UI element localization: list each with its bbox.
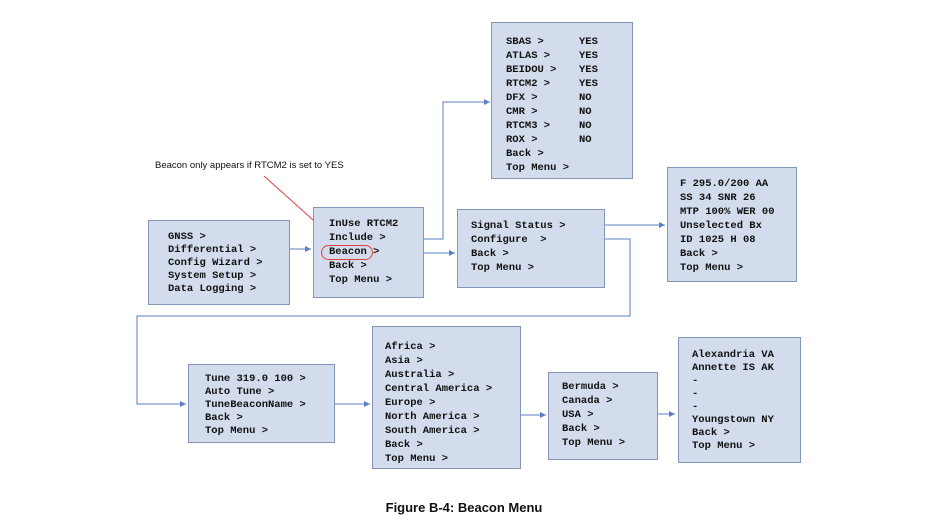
signal-unselected: Unselected Bx [680, 220, 762, 232]
include-value-sbas: YES [579, 36, 598, 48]
station-back[interactable]: Back > [692, 427, 730, 439]
station-youngstown[interactable]: Youngstown NY [692, 414, 774, 426]
country-menu-box: Bermuda > Canada > USA > Back > Top Menu… [548, 372, 658, 460]
signal-status-box: F 295.0/200 AA SS 34 SNR 26 MTP 100% WER… [667, 167, 797, 282]
differential-include[interactable]: Include > [329, 232, 386, 244]
country-top-menu[interactable]: Top Menu > [562, 437, 626, 449]
beacon-top-menu[interactable]: Top Menu > [471, 262, 535, 274]
country-bermuda[interactable]: Bermuda > [562, 381, 619, 393]
beacon-menu-box: Signal Status > Configure > Back > Top M… [457, 209, 605, 288]
station-list-box: Alexandria VA Annette IS AK - - - Youngs… [678, 337, 801, 463]
configure-tune-beacon-name[interactable]: TuneBeaconName > [205, 399, 306, 411]
menu-item-config-wizard[interactable]: Config Wizard > [168, 257, 263, 269]
main-menu-box: GNSS > Differential > Config Wizard > Sy… [148, 220, 290, 305]
region-australia[interactable]: Australia > [385, 369, 455, 381]
configure-top-menu[interactable]: Top Menu > [205, 425, 269, 437]
include-label-rtcm2[interactable]: RTCM2 > [506, 78, 551, 90]
differential-beacon[interactable]: Beacon > [329, 246, 380, 258]
differential-menu-box: InUse RTCM2 Include > Beacon > Back > To… [313, 207, 424, 298]
country-canada[interactable]: Canada > [562, 395, 613, 407]
station-placeholder-1: - [692, 375, 699, 387]
station-annette[interactable]: Annette IS AK [692, 362, 774, 374]
include-value-rox: NO [579, 134, 592, 146]
signal-back[interactable]: Back > [680, 248, 718, 260]
region-asia[interactable]: Asia > [385, 355, 423, 367]
region-top-menu[interactable]: Top Menu > [385, 453, 449, 465]
beacon-highlight-circle [321, 245, 373, 260]
configure-menu-box: Tune 319.0 100 > Auto Tune > TuneBeaconN… [188, 364, 335, 443]
arrow-configure [136, 238, 631, 407]
beacon-signal-status[interactable]: Signal Status > [471, 220, 566, 232]
include-label-dfx[interactable]: DFX > [506, 92, 538, 104]
region-africa[interactable]: Africa > [385, 341, 436, 353]
signal-frequency: F 295.0/200 AA [680, 178, 769, 190]
menu-item-data-logging[interactable]: Data Logging > [168, 283, 257, 295]
signal-mtp: MTP 100% WER 00 [680, 206, 775, 218]
beacon-back[interactable]: Back > [471, 248, 509, 260]
menu-item-system-setup[interactable]: System Setup > [168, 270, 257, 282]
include-menu-box: SBAS > YES ATLAS > YES BEIDOU > YES RTCM… [491, 22, 633, 179]
figure-caption: Figure B-4: Beacon Menu [385, 500, 543, 515]
region-south-america[interactable]: South America > [385, 425, 480, 437]
beacon-configure[interactable]: Configure > [471, 234, 547, 246]
include-value-rtcm3: NO [579, 120, 592, 132]
include-label-rox[interactable]: ROX > [506, 134, 538, 146]
include-back[interactable]: Back > [506, 148, 544, 160]
region-back[interactable]: Back > [385, 439, 423, 451]
differential-inuse: InUse RTCM2 [329, 218, 399, 230]
station-top-menu[interactable]: Top Menu > [692, 440, 756, 452]
include-label-sbas[interactable]: SBAS > [506, 36, 544, 48]
region-europe[interactable]: Europe > [385, 397, 436, 409]
region-north-america[interactable]: North America > [385, 411, 480, 423]
signal-top-menu[interactable]: Top Menu > [680, 262, 744, 274]
configure-tune[interactable]: Tune 319.0 100 > [205, 373, 306, 385]
configure-auto-tune[interactable]: Auto Tune > [205, 386, 275, 398]
differential-top-menu[interactable]: Top Menu > [329, 274, 393, 286]
include-label-beidou[interactable]: BEIDOU > [506, 64, 557, 76]
include-value-atlas: YES [579, 50, 598, 62]
region-menu-box: Africa > Asia > Australia > Central Amer… [372, 326, 521, 469]
country-usa[interactable]: USA > [562, 409, 594, 421]
include-top-menu[interactable]: Top Menu > [506, 162, 570, 174]
include-value-rtcm2: YES [579, 78, 598, 90]
menu-item-differential[interactable]: Differential > [168, 244, 257, 256]
station-placeholder-3: - [692, 401, 699, 413]
include-value-cmr: NO [579, 106, 592, 118]
region-central-america[interactable]: Central America > [385, 383, 493, 395]
include-label-cmr[interactable]: CMR > [506, 106, 538, 118]
include-value-beidou: YES [579, 64, 598, 76]
menu-item-gnss[interactable]: GNSS > [168, 231, 206, 243]
station-placeholder-2: - [692, 388, 699, 400]
signal-id: ID 1025 H 08 [680, 234, 756, 246]
signal-strength: SS 34 SNR 26 [680, 192, 756, 204]
include-label-rtcm3[interactable]: RTCM3 > [506, 120, 551, 132]
station-alexandria[interactable]: Alexandria VA [692, 349, 774, 361]
differential-back[interactable]: Back > [329, 260, 367, 272]
country-back[interactable]: Back > [562, 423, 600, 435]
include-label-atlas[interactable]: ATLAS > [506, 50, 551, 62]
beacon-note: Beacon only appears if RTCM2 is set to Y… [155, 160, 344, 171]
configure-back[interactable]: Back > [205, 412, 243, 424]
include-value-dfx: NO [579, 92, 592, 104]
